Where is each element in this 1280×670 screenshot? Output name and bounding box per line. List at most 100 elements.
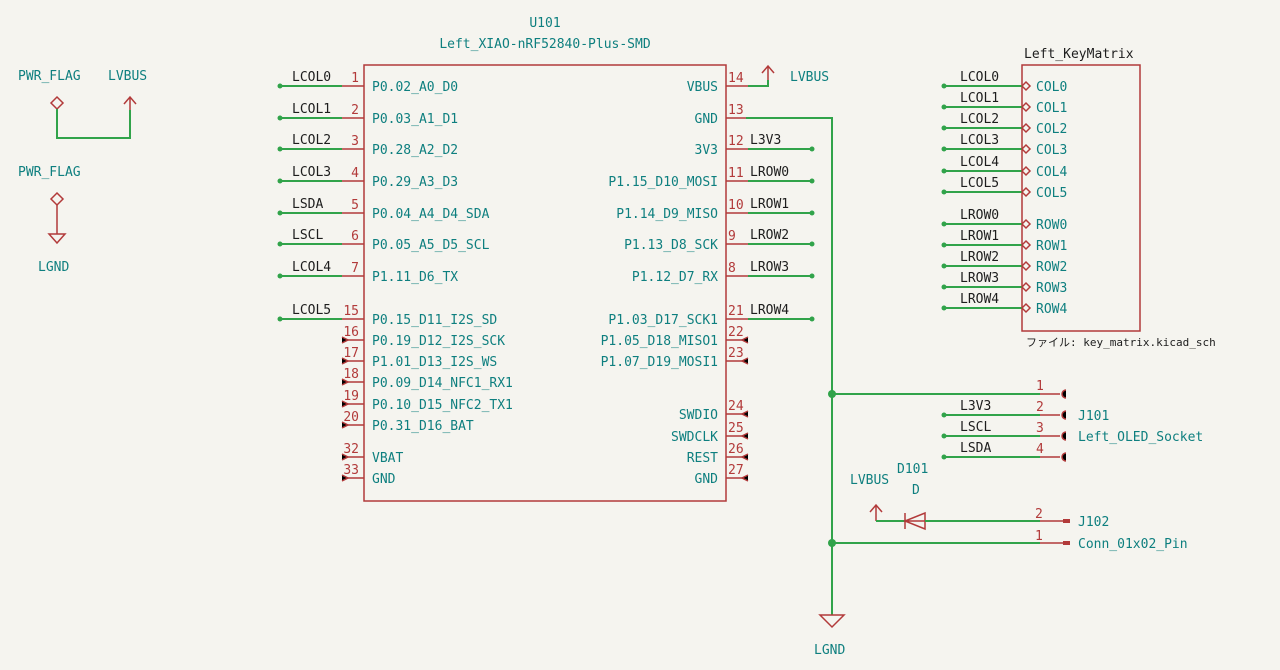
net-label: LCOL5 (292, 303, 331, 318)
u101-ref: U101 (529, 16, 560, 31)
pwr-flag-lvbus-group[interactable]: PWR_FLAG LVBUS (18, 69, 147, 139)
pin-number: 9 (728, 229, 736, 244)
wire-end-icon (941, 242, 947, 248)
no-connect-icon (740, 336, 749, 344)
d101-value: D (912, 483, 920, 498)
wire (748, 80, 769, 87)
u101-value: Left_XIAO-nRF52840-Plus-SMD (439, 37, 650, 52)
gnd-bus[interactable]: LGND (746, 117, 1040, 658)
d101-diode[interactable]: D101 D LVBUS (850, 462, 1040, 531)
pin-number: 2 (1036, 400, 1044, 415)
sheet-file: ファイル: key_matrix.kicad_sch (1026, 336, 1216, 349)
pin-stub-icon (1063, 541, 1070, 545)
pin-name: P0.10_D15_NFC2_TX1 (372, 398, 513, 413)
j101-value: Left_OLED_Socket (1078, 430, 1203, 445)
no-connect-icon (341, 400, 350, 408)
sheet-pin-diamond-icon (1020, 260, 1032, 272)
pin-name: P1.14_D9_MISO (616, 207, 718, 222)
net-label: LROW2 (750, 228, 789, 243)
pwr-flag-diamond-icon (49, 191, 65, 207)
net-label: LROW3 (750, 260, 789, 275)
sheet-pin-diamond-icon (1020, 186, 1032, 198)
sheet-pin-label[interactable]: COL3 (1036, 143, 1067, 158)
u101-body (363, 64, 727, 502)
pin-name: P1.05_D18_MISO1 (601, 334, 718, 349)
pin-name: P0.29_A3_D3 (372, 175, 458, 190)
pwr-flag-label: PWR_FLAG (18, 69, 81, 84)
wire-end-icon (277, 83, 283, 89)
sheet-pin-diamond-icon (1020, 165, 1032, 177)
wire-end-icon (809, 178, 815, 184)
wire-end-icon (941, 454, 947, 460)
net-label: LSDA (292, 197, 323, 212)
power-arrow-icon (123, 95, 137, 110)
pin-number: 27 (728, 463, 744, 478)
pin-number: 17 (343, 346, 359, 361)
pin-name: REST (687, 451, 718, 466)
sheet-pin-label[interactable]: ROW1 (1036, 239, 1067, 254)
wire-end-icon (277, 146, 283, 152)
pwr-flag-diamond-icon (49, 95, 65, 111)
sheet-pin-diamond-icon (1020, 122, 1032, 134)
net-label: LROW4 (960, 292, 999, 307)
net-label: LCOL0 (960, 70, 999, 85)
socket-icon (1061, 410, 1067, 420)
sheet-pin-label[interactable]: ROW3 (1036, 281, 1067, 296)
gnd-wire (746, 117, 833, 615)
wire-end-icon (277, 178, 283, 184)
pin-number: 1 (1036, 379, 1044, 394)
sheet-pin-label[interactable]: COL0 (1036, 80, 1067, 95)
sheet-pin-label[interactable]: ROW2 (1036, 260, 1067, 275)
pin-number: 33 (343, 463, 359, 478)
wire-end-icon (941, 263, 947, 269)
pin-number: 16 (343, 325, 359, 340)
u101-symbol[interactable]: U101 Left_XIAO-nRF52840-Plus-SMD 1P0.02_… (277, 16, 830, 502)
net-label: LCOL4 (960, 155, 999, 170)
sheet-pin-diamond-icon (1020, 239, 1032, 251)
pin-name: P1.12_D7_RX (632, 270, 718, 285)
net-label: LCOL3 (292, 165, 331, 180)
pin-number: 2 (351, 103, 359, 118)
pin-name: P1.07_D19_MOSI1 (601, 355, 718, 370)
sheet-pin-label[interactable]: ROW0 (1036, 218, 1067, 233)
sheet-pin-label[interactable]: COL1 (1036, 101, 1067, 116)
sheet-pin-label[interactable]: COL5 (1036, 186, 1067, 201)
net-label: LROW4 (750, 303, 789, 318)
pin-name: GND (695, 112, 719, 127)
wire-end-icon (941, 189, 947, 195)
sheet-pin-label[interactable]: COL2 (1036, 122, 1067, 137)
pwr-flag-label-2: PWR_FLAG (18, 165, 81, 180)
sheet-name: Left_KeyMatrix (1024, 47, 1134, 62)
pin-name: VBAT (372, 451, 403, 466)
pin-number: 1 (351, 71, 359, 86)
pwr-flag-lgnd-group[interactable]: PWR_FLAG LGND (18, 165, 81, 275)
no-connect-icon (740, 432, 749, 440)
net-label: LCOL1 (960, 91, 999, 106)
pin-number: 14 (728, 71, 744, 86)
wire-end-icon (809, 146, 815, 152)
wire-end-icon (277, 210, 283, 216)
pin-number: 10 (728, 198, 744, 213)
net-label: LROW3 (960, 271, 999, 286)
j102-connector[interactable]: 2 1 J102 Conn_01x02_Pin (1035, 507, 1188, 552)
pin-number: 15 (343, 304, 359, 319)
left-keymatrix-sheet[interactable]: Left_KeyMatrix LCOL0COL0LCOL1COL1LCOL2CO… (941, 47, 1216, 349)
wire-end-icon (941, 433, 947, 439)
net-label: LROW0 (750, 165, 789, 180)
net-label: LROW0 (960, 208, 999, 223)
pin-name: P0.19_D12_I2S_SCK (372, 334, 505, 349)
pin-name: GND (372, 472, 396, 487)
pin-number: 22 (728, 325, 744, 340)
pin-name: SWDIO (679, 408, 718, 423)
pin-number: 26 (728, 442, 744, 457)
pin-number: 8 (728, 261, 736, 276)
sheet-pin-label[interactable]: ROW4 (1036, 302, 1067, 317)
sheet-pin-label[interactable]: COL4 (1036, 165, 1067, 180)
d101-ref: D101 (897, 462, 928, 477)
pin-number: 3 (1036, 421, 1044, 436)
net-label: LSCL (960, 420, 991, 435)
lvbus-label-diode: LVBUS (850, 473, 889, 488)
wire-end-icon (277, 316, 283, 322)
